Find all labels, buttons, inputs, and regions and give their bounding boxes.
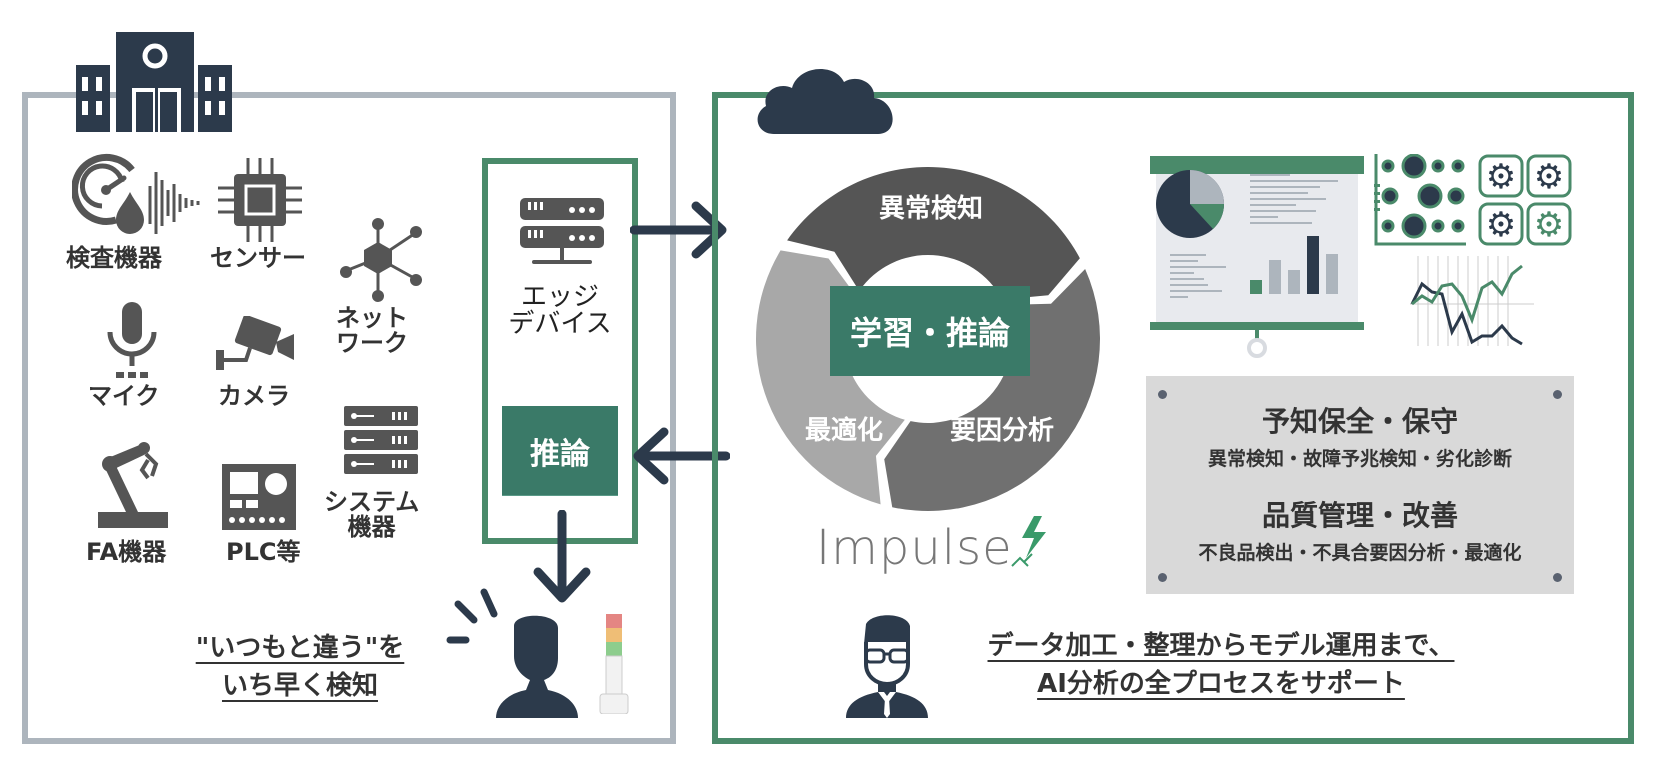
line-chart-icon xyxy=(1410,256,1534,346)
camera-icon xyxy=(216,316,294,370)
cycle-arc-cause-analysis xyxy=(884,269,1100,511)
use-case-summary-box: 予知保全・保守 異常検知・故障予兆検知・劣化診断 品質管理・改善 不良品検出・不… xyxy=(1146,376,1574,594)
cycle-arc-optimization xyxy=(756,250,905,505)
impulse-logo: Impulse xyxy=(816,520,1013,576)
cycle-segment-anomaly-detection: 異常検知 xyxy=(878,194,983,224)
use-case-detail-predictive-maintenance: 異常検知・故障予兆検知・劣化診断 xyxy=(1207,448,1512,470)
microphone-icon xyxy=(107,302,157,378)
plc-icon xyxy=(222,464,296,530)
device-label-mic: マイク xyxy=(88,382,160,410)
presentation-board-icon xyxy=(1150,156,1364,358)
device-label-plc: PLC等 xyxy=(226,538,301,566)
cycle-center-learning-inference: 学習・推論 xyxy=(830,286,1030,376)
server-rack-icon xyxy=(344,406,418,474)
cloud-icon xyxy=(757,69,893,134)
arrow-down-to-operator-icon xyxy=(533,510,591,603)
use-case-detail-quality-control: 不良品検出・不具合要因分析・最適化 xyxy=(1198,542,1522,564)
svg-text:⚙: ⚙ xyxy=(1534,205,1564,245)
device-label-sensor: センサー xyxy=(210,244,306,272)
consultant-avatar-icon xyxy=(846,615,928,718)
sensor-chip-icon xyxy=(218,158,302,242)
impulse-lightning-icon xyxy=(1011,516,1046,567)
cycle-segment-optimization: 最適化 xyxy=(804,416,883,446)
cloud-panel xyxy=(712,92,1634,744)
device-label-camera: カメラ xyxy=(218,382,290,410)
robot-arm-icon xyxy=(98,442,168,528)
summary-corner-dot xyxy=(1158,573,1167,582)
svg-text:⚙: ⚙ xyxy=(1534,157,1564,197)
onsite-caption: "いつもと違う"を いち早く検知 xyxy=(195,633,405,701)
factory-building-icon xyxy=(76,32,232,132)
device-label-network: ネット ワーク xyxy=(336,304,408,358)
edge-inference-block: 推論 xyxy=(502,406,618,496)
summary-corner-dot xyxy=(1158,390,1167,399)
summary-corner-dot xyxy=(1553,390,1562,399)
edge-server-icon xyxy=(520,198,604,264)
edge-device-label: エッジ デバイス xyxy=(508,282,612,340)
arrow-right-to-cloud-icon xyxy=(630,201,727,259)
inspection-gauge-icon xyxy=(72,153,200,234)
network-icon xyxy=(340,218,422,302)
use-case-title-predictive-maintenance: 予知保全・保守 xyxy=(1261,405,1458,438)
use-case-title-quality-control: 品質管理・改善 xyxy=(1261,499,1458,532)
cycle-arc-anomaly-detection xyxy=(787,167,1080,300)
operator-avatar-icon xyxy=(496,615,578,718)
device-label-inspection: 検査機器 xyxy=(66,244,162,272)
svg-text:⚙: ⚙ xyxy=(1486,157,1516,197)
device-label-system: システム 機器 xyxy=(324,488,420,542)
dot-matrix-icon xyxy=(1374,154,1466,246)
summary-corner-dot xyxy=(1553,573,1562,582)
onsite-panel xyxy=(22,92,676,744)
svg-text:⚙: ⚙ xyxy=(1486,205,1516,245)
gears-icon: ⚙ ⚙ ⚙ ⚙ xyxy=(1478,154,1572,246)
cycle-segment-cause-analysis: 要因分析 xyxy=(949,416,1054,446)
ai-cycle-diagram xyxy=(756,167,1100,511)
signal-tower-light-icon xyxy=(599,614,629,714)
cloud-caption: データ加工・整理からモデル運用まで、 AI分析の全プロセスをサポート xyxy=(987,631,1455,699)
device-label-fa: FA機器 xyxy=(86,538,167,566)
arrow-left-to-edge-icon xyxy=(633,427,730,485)
alert-lines-icon xyxy=(446,588,498,644)
